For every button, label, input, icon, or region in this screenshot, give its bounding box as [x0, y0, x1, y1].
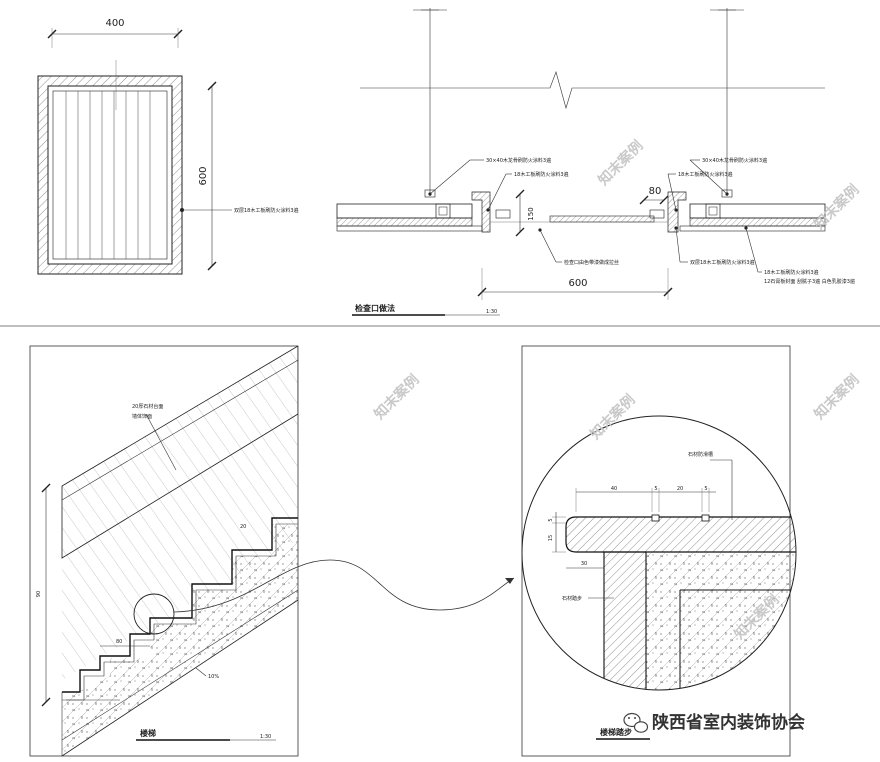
dim-detail-30: 30 — [581, 561, 587, 567]
watermark: 知末案例 — [811, 371, 863, 423]
dim-stair-height: 90 — [36, 591, 42, 597]
stair-section-view: 90 80 20厚石材台面 墙体饰面 20 10% 楼梯 1:30 — [29, 345, 299, 757]
dim-detail-5c: 5 — [548, 518, 554, 521]
dim-width-label: 400 — [105, 18, 124, 29]
section-scale: 1:30 — [486, 309, 497, 315]
credit-text: 陕西省室内装饰协会 — [652, 712, 805, 733]
note-double-board: 双层18木工板刷防火涂料3遍 — [234, 207, 299, 214]
section-title: 检查口做法 — [355, 303, 395, 313]
dim-detail-5a: 5 — [654, 486, 657, 492]
note-stone-step: 石材踏步 — [562, 595, 582, 602]
dim-stair-step: 80 — [116, 639, 122, 645]
stair-scale: 1:30 — [260, 734, 271, 740]
detail-callout-arrow — [173, 559, 515, 613]
dim-detail-20: 20 — [677, 486, 683, 492]
note-left-board: 18木工板刷防火涂料3遍 — [514, 171, 569, 178]
dim-detail-5b: 5 — [704, 486, 707, 492]
note-stone-top: 20厚石材台面 — [132, 403, 163, 410]
note-wall-finish: 墙体饰面 — [132, 413, 152, 420]
wechat-icon — [623, 712, 649, 733]
dim-height-label: 600 — [198, 166, 209, 185]
dim-detail-40: 40 — [611, 486, 617, 492]
panel-plan-view: 400 600 双层18木工板刷防火涂料3遍 — [37, 18, 299, 275]
note-gypsum-finish: 12石膏板封面 刮腻子3遍 白色乳胶漆3遍 — [764, 278, 855, 285]
note-20: 20 — [240, 524, 246, 530]
note-left-joist: 30×40木龙骨刷防火涂料3遍 — [486, 157, 551, 164]
note-right-board: 18木工板刷防火涂料3遍 — [678, 171, 733, 178]
step-detail-title: 楼梯踏步 — [600, 727, 632, 737]
watermark: 知末案例 — [587, 391, 639, 443]
step-detail-view: 40 5 20 5 石材防滑槽 5 15 30 石材踏步 楼梯踏步 — [521, 345, 797, 757]
watermark: 知末案例 — [595, 137, 647, 189]
watermark: 知末案例 — [371, 371, 423, 423]
panel-board-lines — [65, 91, 151, 259]
note-anti-slip-groove: 石材防滑槽 — [688, 451, 713, 458]
note-bottom-double-board: 双层18木工板刷防火涂料3遍 — [690, 259, 755, 266]
note-lid-finish: 检查口由色带漆做成拉丝 — [564, 259, 619, 266]
stair-title: 楼梯 — [140, 728, 156, 738]
dim-80-label: 80 — [649, 186, 662, 197]
credit-badge: 陕西省室内装饰协会 — [623, 712, 805, 733]
dim-detail-15: 15 — [548, 535, 554, 541]
watermark: 知末案例 — [811, 181, 863, 233]
detail-callout-arrowhead — [505, 578, 514, 584]
panel-section-view: 150 80 30×40木龙骨刷防火涂料3遍 18木工板刷防火涂料3遍 30×4… — [336, 8, 855, 316]
note-bottom-board: 18木工板刷防火涂料3遍 — [764, 269, 819, 276]
note-right-joist: 30×40木龙骨刷防火涂料3遍 — [702, 157, 767, 164]
dim-600-label: 600 — [568, 278, 587, 289]
note-slope: 10% — [208, 674, 219, 680]
dim-150-label: 150 — [527, 207, 535, 220]
